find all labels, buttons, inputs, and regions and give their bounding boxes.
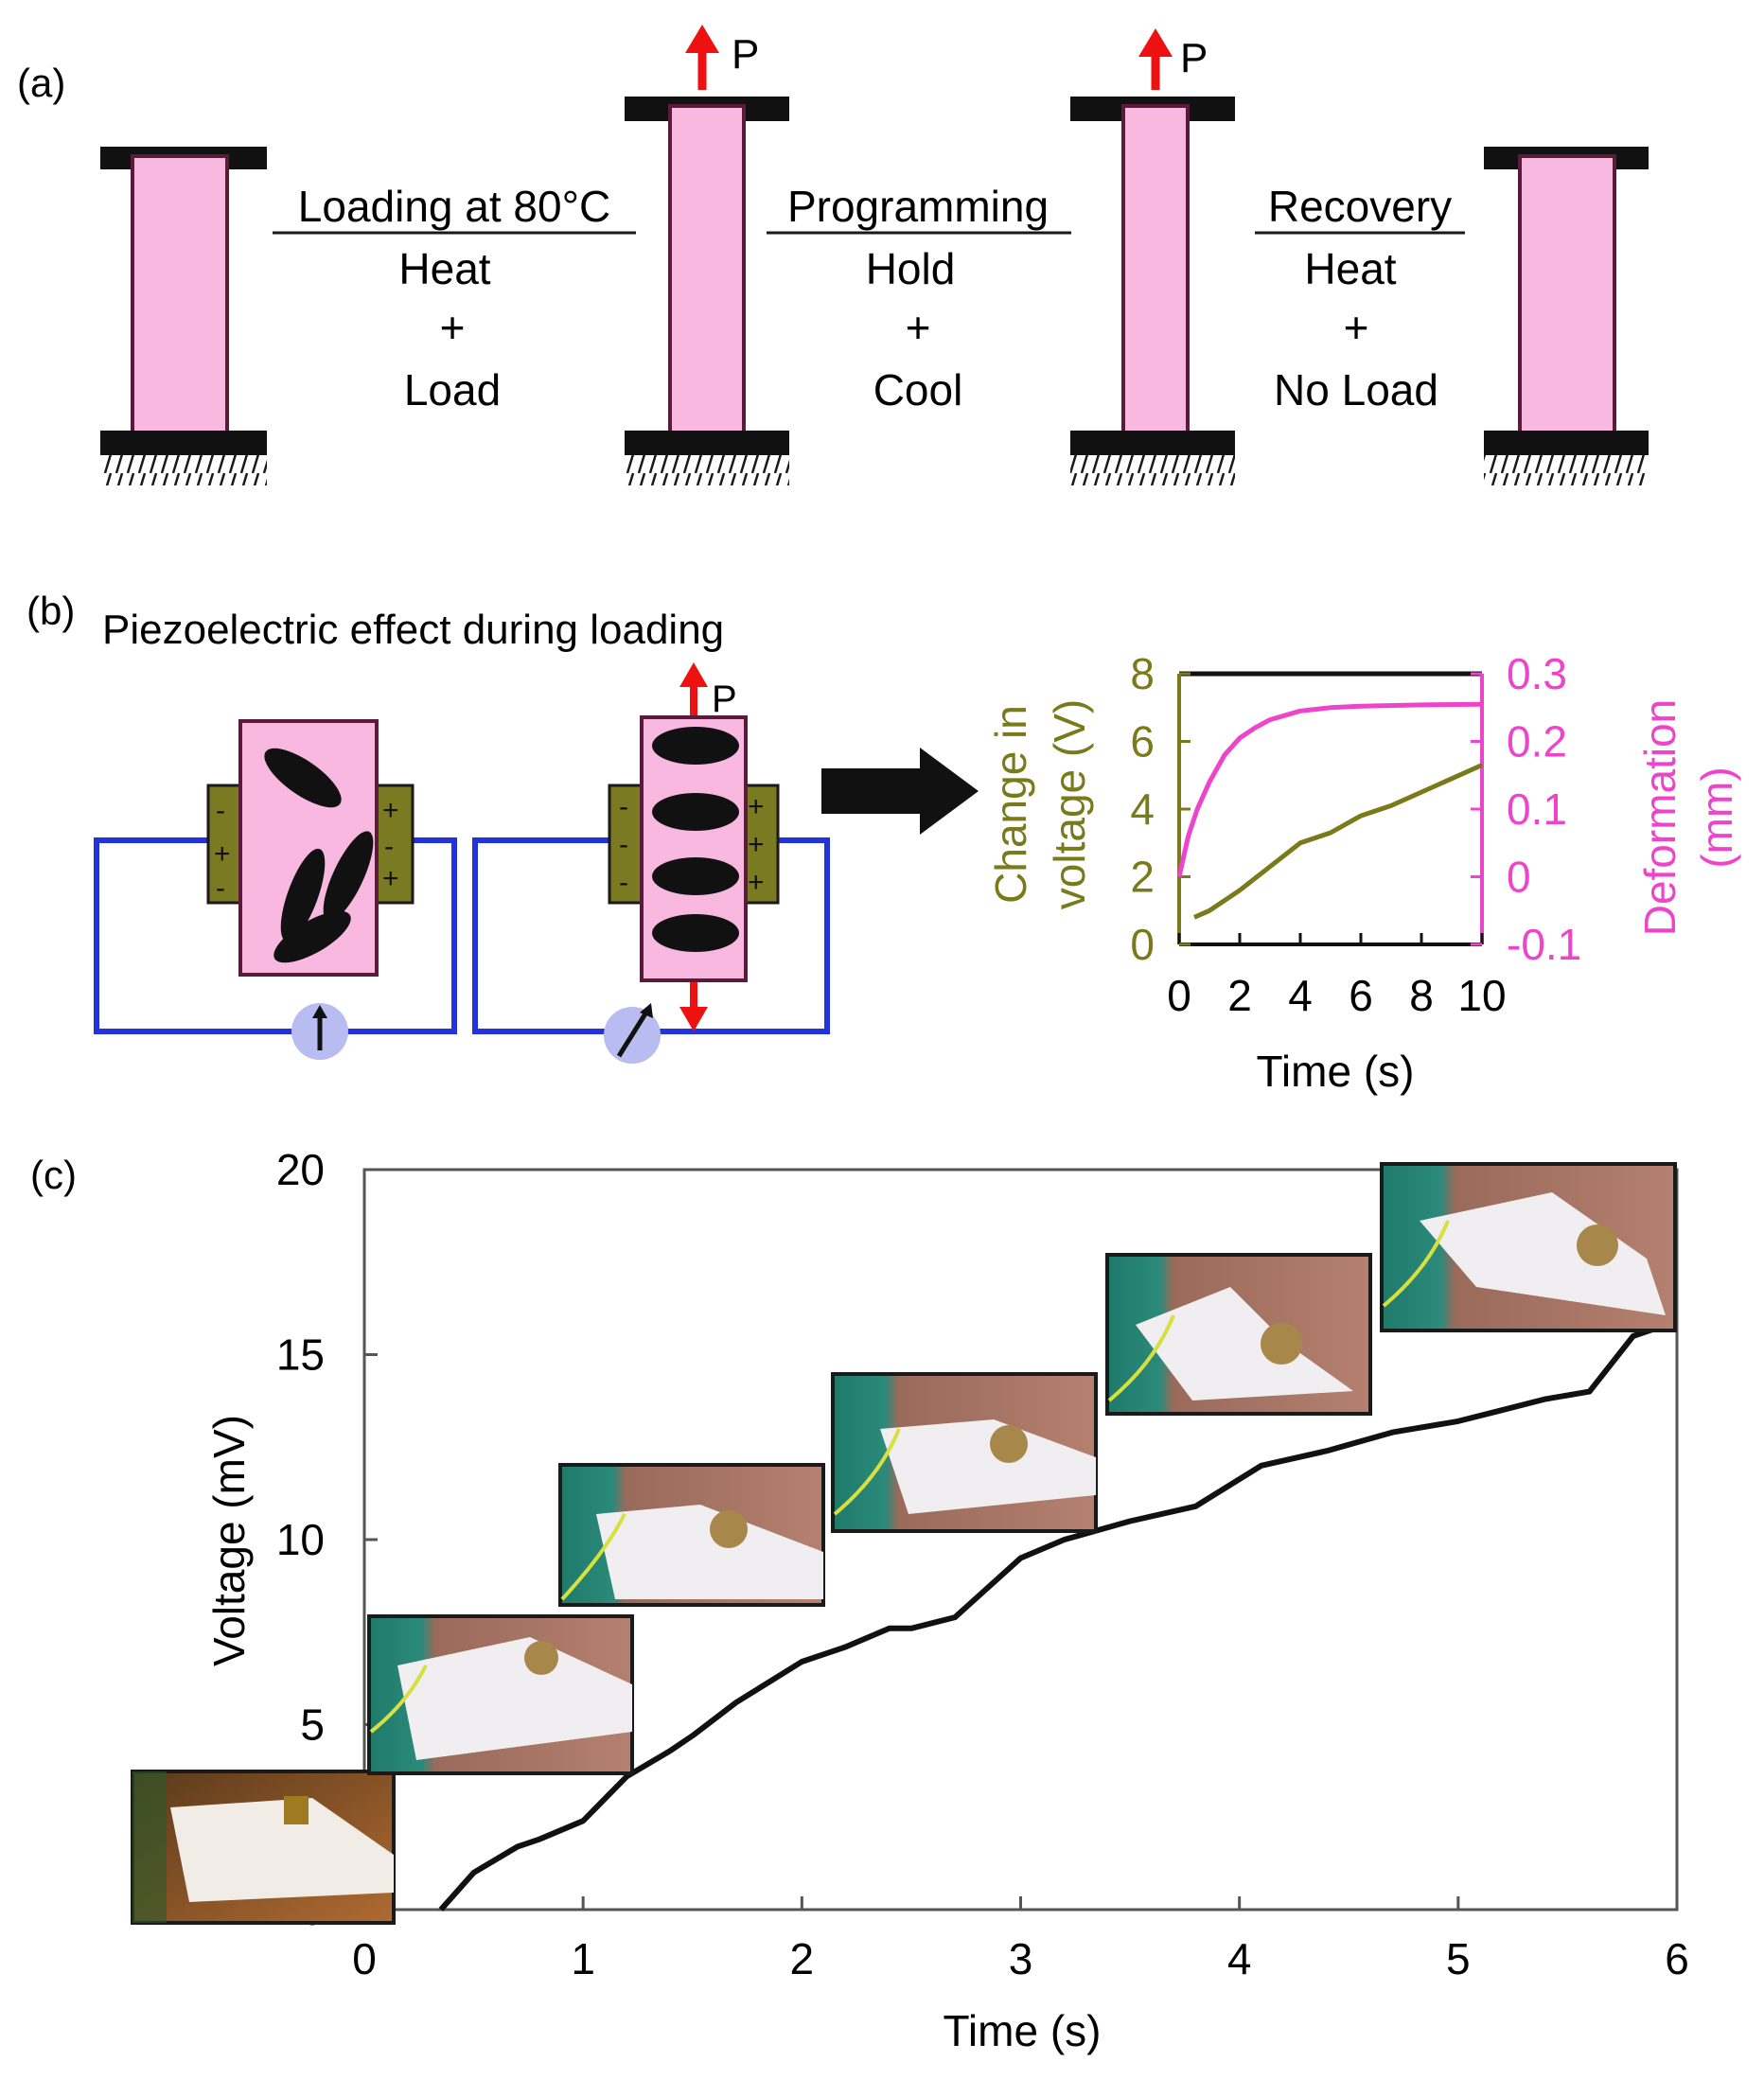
result-arrow bbox=[821, 748, 979, 835]
step-1-title: Loading at 80°C bbox=[298, 182, 610, 231]
chart-b-x-tick-label: 4 bbox=[1288, 971, 1313, 1020]
photo-inset-2 bbox=[367, 1614, 634, 1775]
chart-c-y-tick-label: 15 bbox=[276, 1330, 325, 1380]
step-2-title: Programming bbox=[787, 182, 1049, 231]
chart-c-x-tick-label: 1 bbox=[571, 1934, 595, 1983]
chart-b-yleft-tick-label: 8 bbox=[1130, 649, 1155, 698]
svg-text:-: - bbox=[216, 795, 225, 826]
force-label-p-b: P bbox=[712, 678, 737, 720]
svg-text:-: - bbox=[384, 831, 394, 862]
chart-b-yright-tick-label: -0.1 bbox=[1507, 920, 1581, 969]
chart-b-x-tick-label: 0 bbox=[1167, 971, 1191, 1020]
chart-b-x-tick-label: 10 bbox=[1457, 971, 1506, 1020]
photo-inset-4 bbox=[831, 1372, 1098, 1533]
chart-b-yright-tick-label: 0.2 bbox=[1507, 717, 1567, 766]
force-label-p-1: P bbox=[732, 31, 759, 78]
svg-text:+: + bbox=[382, 795, 399, 826]
sample-column-4 bbox=[1484, 147, 1649, 485]
photo-inset-6 bbox=[1380, 1162, 1677, 1332]
chart-c-voltage-line bbox=[438, 1322, 1667, 1912]
force-label-p-2: P bbox=[1180, 35, 1208, 81]
chart-b-yright-tick-label: 0 bbox=[1507, 853, 1531, 902]
chart-c-x-tick-label: 0 bbox=[352, 1934, 377, 1983]
chart-b-yleft-tick-label: 2 bbox=[1130, 853, 1155, 902]
step-1-line3: Load bbox=[404, 365, 501, 414]
chart-b-x-tick-label: 2 bbox=[1227, 971, 1252, 1020]
svg-text:+: + bbox=[382, 863, 399, 894]
circuit-unloaded: - + - + - + bbox=[94, 719, 457, 1060]
step-1-line1: Heat bbox=[398, 244, 490, 293]
sample-column-2 bbox=[625, 25, 789, 485]
sample-column-1 bbox=[100, 147, 267, 485]
chart-b-yleft-tick-label: 6 bbox=[1130, 717, 1155, 766]
photo-inset-3 bbox=[558, 1463, 825, 1607]
step-3-line3: No Load bbox=[1274, 365, 1438, 414]
chart-c-ylabel: Voltage (mV) bbox=[204, 1415, 254, 1666]
chart-b-x-tick-label: 8 bbox=[1409, 971, 1434, 1020]
svg-text:+: + bbox=[214, 838, 231, 870]
svg-text:+: + bbox=[748, 829, 765, 860]
chart-c-x-tick-label: 6 bbox=[1665, 1934, 1689, 1983]
chart-b-ylabel-left-1: Change in bbox=[986, 705, 1035, 904]
chart-b-deformation-line bbox=[1176, 701, 1483, 878]
svg-text:-: - bbox=[619, 791, 628, 822]
chart-b-ylabel-right-2: (mm) bbox=[1692, 766, 1741, 868]
panel-b-label: (b) bbox=[26, 589, 75, 633]
step-1-line2: + bbox=[440, 303, 466, 352]
svg-text:-: - bbox=[619, 867, 628, 898]
chart-c-x-tick-label: 2 bbox=[790, 1934, 815, 1983]
chart-b-ylabel-left-2: voltage (V) bbox=[1045, 699, 1094, 909]
chart-c-y-tick-label: 20 bbox=[276, 1145, 325, 1194]
svg-text:+: + bbox=[748, 791, 765, 822]
chart-c-y-tick-label: 5 bbox=[300, 1700, 325, 1750]
chart-c: 012345605101520 bbox=[276, 1145, 1689, 1983]
chart-c-x-tick-label: 5 bbox=[1446, 1934, 1471, 1983]
photo-inset-1 bbox=[131, 1770, 396, 1925]
step-2-line3: Cool bbox=[873, 365, 963, 414]
sample-column-3 bbox=[1070, 28, 1235, 485]
chart-b-yleft-tick-label: 0 bbox=[1130, 920, 1155, 969]
chart-c-x-tick-label: 4 bbox=[1227, 1934, 1252, 1983]
chart-b-yright-tick-label: 0.3 bbox=[1507, 649, 1567, 698]
panel-a-label: (a) bbox=[17, 61, 65, 105]
chart-b-yleft-tick-label: 4 bbox=[1130, 784, 1155, 834]
svg-text:-: - bbox=[216, 872, 225, 904]
chart-b-yright-tick-label: 0.1 bbox=[1507, 784, 1567, 834]
svg-text:-: - bbox=[619, 829, 628, 860]
chart-c-y-tick-label: 10 bbox=[276, 1515, 325, 1564]
photo-inset-5 bbox=[1105, 1253, 1372, 1416]
step-3-line1: Heat bbox=[1304, 244, 1396, 293]
step-3-line2: + bbox=[1344, 303, 1369, 352]
circuit-loaded: - - - + + + bbox=[472, 662, 830, 1064]
chart-b-x-tick-label: 6 bbox=[1349, 971, 1373, 1020]
chart-b-voltage-line bbox=[1192, 763, 1484, 920]
step-3-title: Recovery bbox=[1268, 182, 1452, 231]
chart-c-xlabel: Time (s) bbox=[944, 2006, 1102, 2055]
panel-c-label: (c) bbox=[30, 1153, 77, 1197]
step-2-line2: + bbox=[906, 303, 931, 352]
panel-b-title: Piezoelectric effect during loading bbox=[102, 607, 724, 653]
chart-b-xlabel: Time (s) bbox=[1257, 1047, 1415, 1096]
step-2-line1: Hold bbox=[866, 244, 956, 293]
chart-c-x-tick-label: 3 bbox=[1009, 1934, 1033, 1983]
chart-b-ylabel-right-1: Deformation bbox=[1635, 699, 1685, 937]
svg-text:+: + bbox=[748, 867, 765, 898]
